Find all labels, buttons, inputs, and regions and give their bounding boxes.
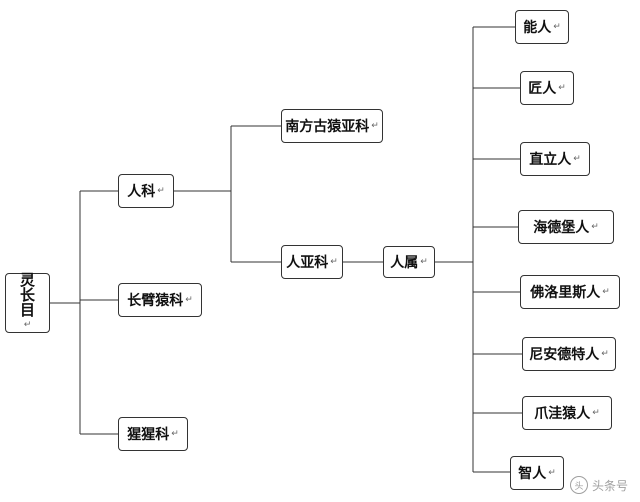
species-node-haidebao: 海德堡人 ↵ [518,210,614,244]
paragraph-mark-icon: ↵ [591,222,599,232]
subfamily-label: 人亚科 [286,255,329,271]
paragraph-mark-icon: ↵ [558,83,566,93]
paragraph-mark-icon: ↵ [371,121,379,131]
paragraph-mark-icon: ↵ [601,349,609,359]
paragraph-mark-icon: ↵ [573,154,581,164]
family-node-xingxing: 猩猩科 ↵ [118,417,188,451]
root-node-lingzhangmu: 灵 长 目 ↵ [5,273,50,333]
species-node-jiang: 匠人 ↵ [520,71,574,105]
root-char-2: 长 [19,286,35,304]
species-node-zhuawa: 爪洼猿人 ↵ [522,396,612,430]
subfamily-node-renya: 人亚科 ↵ [281,245,343,279]
toutiao-logo-icon: 头 [569,476,588,494]
family-node-renke: 人科 ↵ [118,174,174,208]
subfamily-node-nanfang: 南方古猿亚科 ↵ [281,109,383,143]
species-node-niandete: 尼安德特人 ↵ [522,337,616,371]
root-char-1: 灵 [19,271,35,289]
paragraph-mark-icon: ↵ [157,186,165,196]
paragraph-mark-icon: ↵ [23,320,32,330]
paragraph-mark-icon: ↵ [592,408,600,418]
root-char-3: 目 [19,301,35,319]
watermark: 头 头条号 [569,476,628,494]
species-label: 海德堡人 [533,220,590,236]
subfamily-label: 南方古猿亚科 [285,119,370,135]
paragraph-mark-icon: ↵ [602,287,610,297]
species-node-zhili: 直立人 ↵ [520,142,590,176]
family-label: 人科 [127,184,156,200]
paragraph-mark-icon: ↵ [330,257,338,267]
species-node-zhi: 智人 ↵ [510,456,564,490]
species-node-neng: 能人 ↵ [515,10,569,44]
species-label: 佛洛里斯人 [530,285,601,301]
paragraph-mark-icon: ↵ [171,429,179,439]
genus-label: 人属 [390,255,419,271]
species-node-foluolisi: 佛洛里斯人 ↵ [520,275,620,309]
paragraph-mark-icon: ↵ [548,468,556,478]
paragraph-mark-icon: ↵ [185,295,193,305]
family-label: 长臂猿科 [127,293,184,309]
family-node-changbi: 长臂猿科 ↵ [118,283,202,317]
watermark-text: 头条号 [591,478,628,493]
species-label: 匠人 [528,81,557,97]
paragraph-mark-icon: ↵ [420,257,428,267]
species-label: 能人 [523,20,552,36]
family-label: 猩猩科 [127,427,170,443]
species-label: 尼安德特人 [529,347,600,363]
species-label: 直立人 [529,152,572,168]
species-label: 爪洼猿人 [534,406,591,422]
species-label: 智人 [518,466,547,482]
genus-node-renshu: 人属 ↵ [383,246,435,278]
paragraph-mark-icon: ↵ [553,22,561,32]
